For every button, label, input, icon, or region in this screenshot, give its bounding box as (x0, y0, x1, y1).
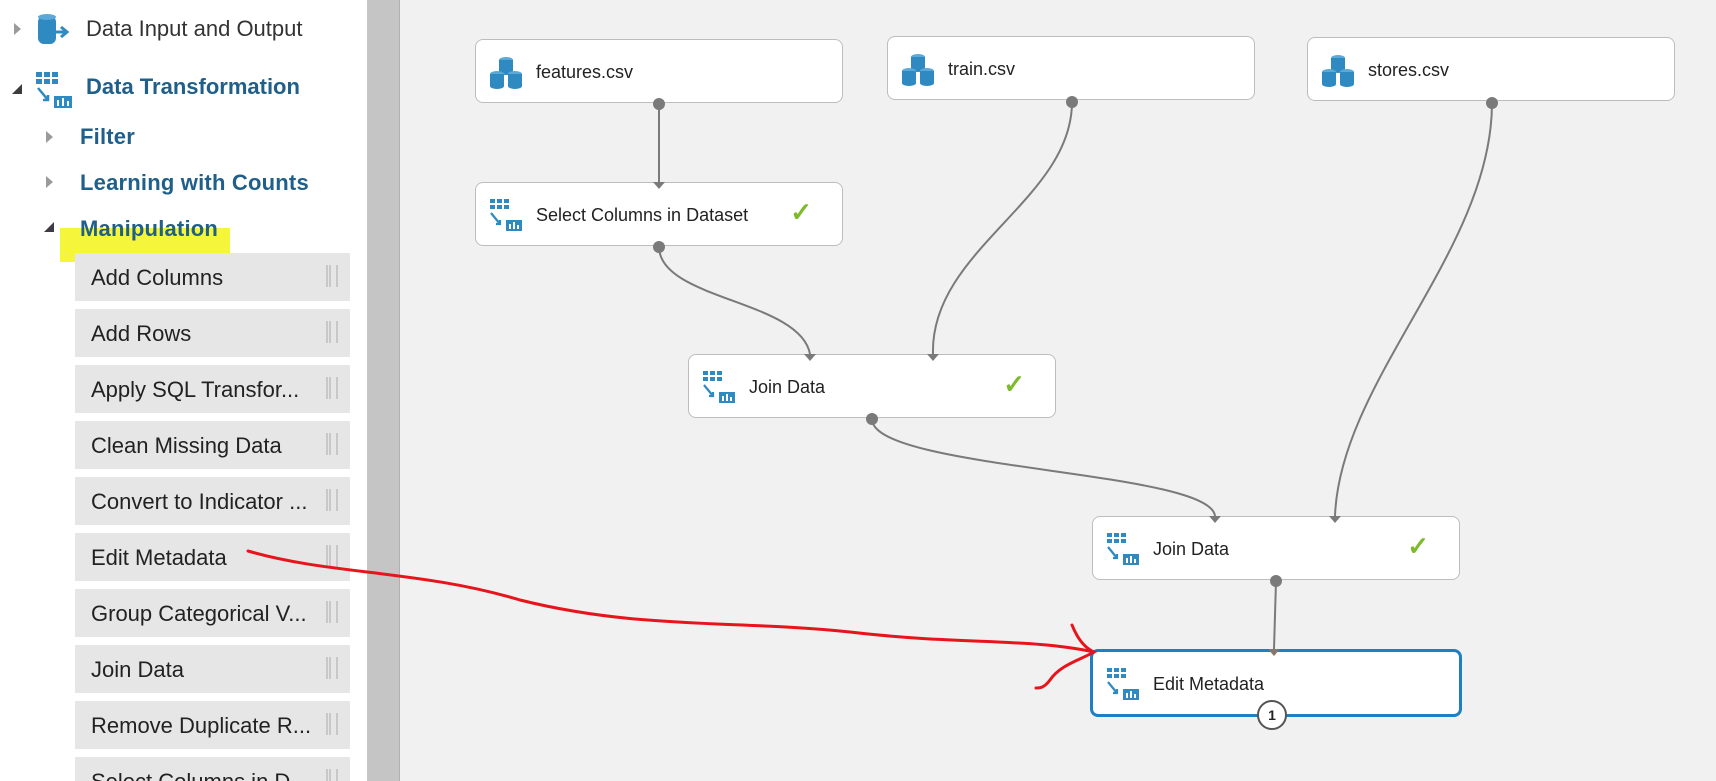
success-check-icon: ✓ (1407, 531, 1429, 561)
category-data-transformation[interactable]: Data Transformation (86, 74, 300, 99)
module-item-convert-to-indicator[interactable]: Convert to Indicator ... (75, 477, 350, 525)
drag-handle-icon[interactable] (326, 545, 338, 567)
dataset-icon (488, 54, 524, 90)
node-train-csv[interactable]: train.csv (887, 36, 1255, 100)
drag-handle-icon[interactable] (326, 377, 338, 399)
module-item-label: Group Categorical V... (91, 601, 307, 626)
drag-handle-icon[interactable] (326, 601, 338, 623)
module-item-select-columns[interactable]: Select Columns in D... (75, 757, 350, 781)
module-item-apply-sql-transformation[interactable]: Apply SQL Transfor... (75, 365, 350, 413)
module-item-remove-duplicate-rows[interactable]: Remove Duplicate R... (75, 701, 350, 749)
module-item-label: Add Rows (91, 321, 192, 346)
module-item-clean-missing-data[interactable]: Clean Missing Data (75, 421, 350, 469)
transform-icon (1105, 531, 1141, 567)
node-join-data-1[interactable]: Join Data ✓ (688, 354, 1056, 418)
module-item-group-categorical-values[interactable]: Group Categorical V... (75, 589, 350, 637)
panel-splitter[interactable] (367, 0, 400, 781)
module-item-label: Add Columns (91, 265, 224, 290)
node-label: stores.csv (1368, 60, 1450, 80)
node-label: Join Data (1153, 539, 1230, 559)
success-check-icon: ✓ (1003, 369, 1025, 399)
collapse-arrow-icon[interactable] (44, 222, 54, 232)
node-features-csv[interactable]: features.csv (475, 39, 843, 103)
node-label: train.csv (948, 59, 1016, 79)
data-transformation-icon (34, 70, 74, 110)
dataset-icon (900, 51, 936, 87)
module-item-join-data[interactable]: Join Data (75, 645, 350, 693)
module-item-label: Join Data (91, 657, 184, 682)
drag-handle-icon[interactable] (326, 769, 338, 781)
drag-handle-icon[interactable] (326, 489, 338, 511)
expand-arrow-icon[interactable] (46, 176, 53, 188)
node-label: Join Data (749, 377, 826, 397)
expand-arrow-icon[interactable] (46, 131, 53, 143)
success-check-icon: ✓ (790, 197, 812, 227)
node-select-columns[interactable]: Select Columns in Dataset ✓ (475, 182, 843, 246)
module-item-label: Edit Metadata (91, 545, 227, 570)
drag-handle-icon[interactable] (326, 713, 338, 735)
data-input-output-icon (34, 10, 74, 50)
transform-icon (488, 197, 524, 233)
output-port-badge[interactable]: 1 (1257, 700, 1287, 730)
module-item-label: Convert to Indicator ... (91, 489, 308, 514)
subcategory-filter[interactable]: Filter (80, 124, 135, 149)
module-item-label: Remove Duplicate R... (91, 713, 312, 738)
node-label: Select Columns in Dataset (536, 205, 749, 225)
collapse-arrow-icon[interactable] (12, 84, 22, 94)
subcategory-learning-with-counts[interactable]: Learning with Counts (80, 170, 309, 195)
module-item-edit-metadata[interactable]: Edit Metadata (75, 533, 350, 581)
expand-arrow-icon[interactable] (14, 23, 21, 35)
node-label: features.csv (536, 62, 634, 82)
node-join-data-2[interactable]: Join Data ✓ (1092, 516, 1460, 580)
module-item-label: Select Columns in D... (91, 769, 321, 781)
node-stores-csv[interactable]: stores.csv (1307, 37, 1675, 101)
module-palette: Data Input and Output Data Transformatio… (0, 0, 367, 781)
experiment-canvas[interactable]: features.csv train.csv stores.csv (400, 0, 1716, 781)
module-item-label: Clean Missing Data (91, 433, 282, 458)
module-item-add-rows[interactable]: Add Rows (75, 309, 350, 357)
transform-icon (1105, 666, 1141, 702)
drag-handle-icon[interactable] (326, 265, 338, 287)
drag-handle-icon[interactable] (326, 657, 338, 679)
module-item-add-columns[interactable]: Add Columns (75, 253, 350, 301)
module-item-label: Apply SQL Transfor... (91, 377, 300, 402)
drag-handle-icon[interactable] (326, 433, 338, 455)
category-data-input-output[interactable]: Data Input and Output (86, 16, 303, 41)
node-label: Edit Metadata (1153, 674, 1265, 694)
drag-handle-icon[interactable] (326, 321, 338, 343)
subcategory-manipulation[interactable]: Manipulation (80, 216, 219, 241)
transform-icon (701, 369, 737, 405)
dataset-icon (1320, 52, 1356, 88)
